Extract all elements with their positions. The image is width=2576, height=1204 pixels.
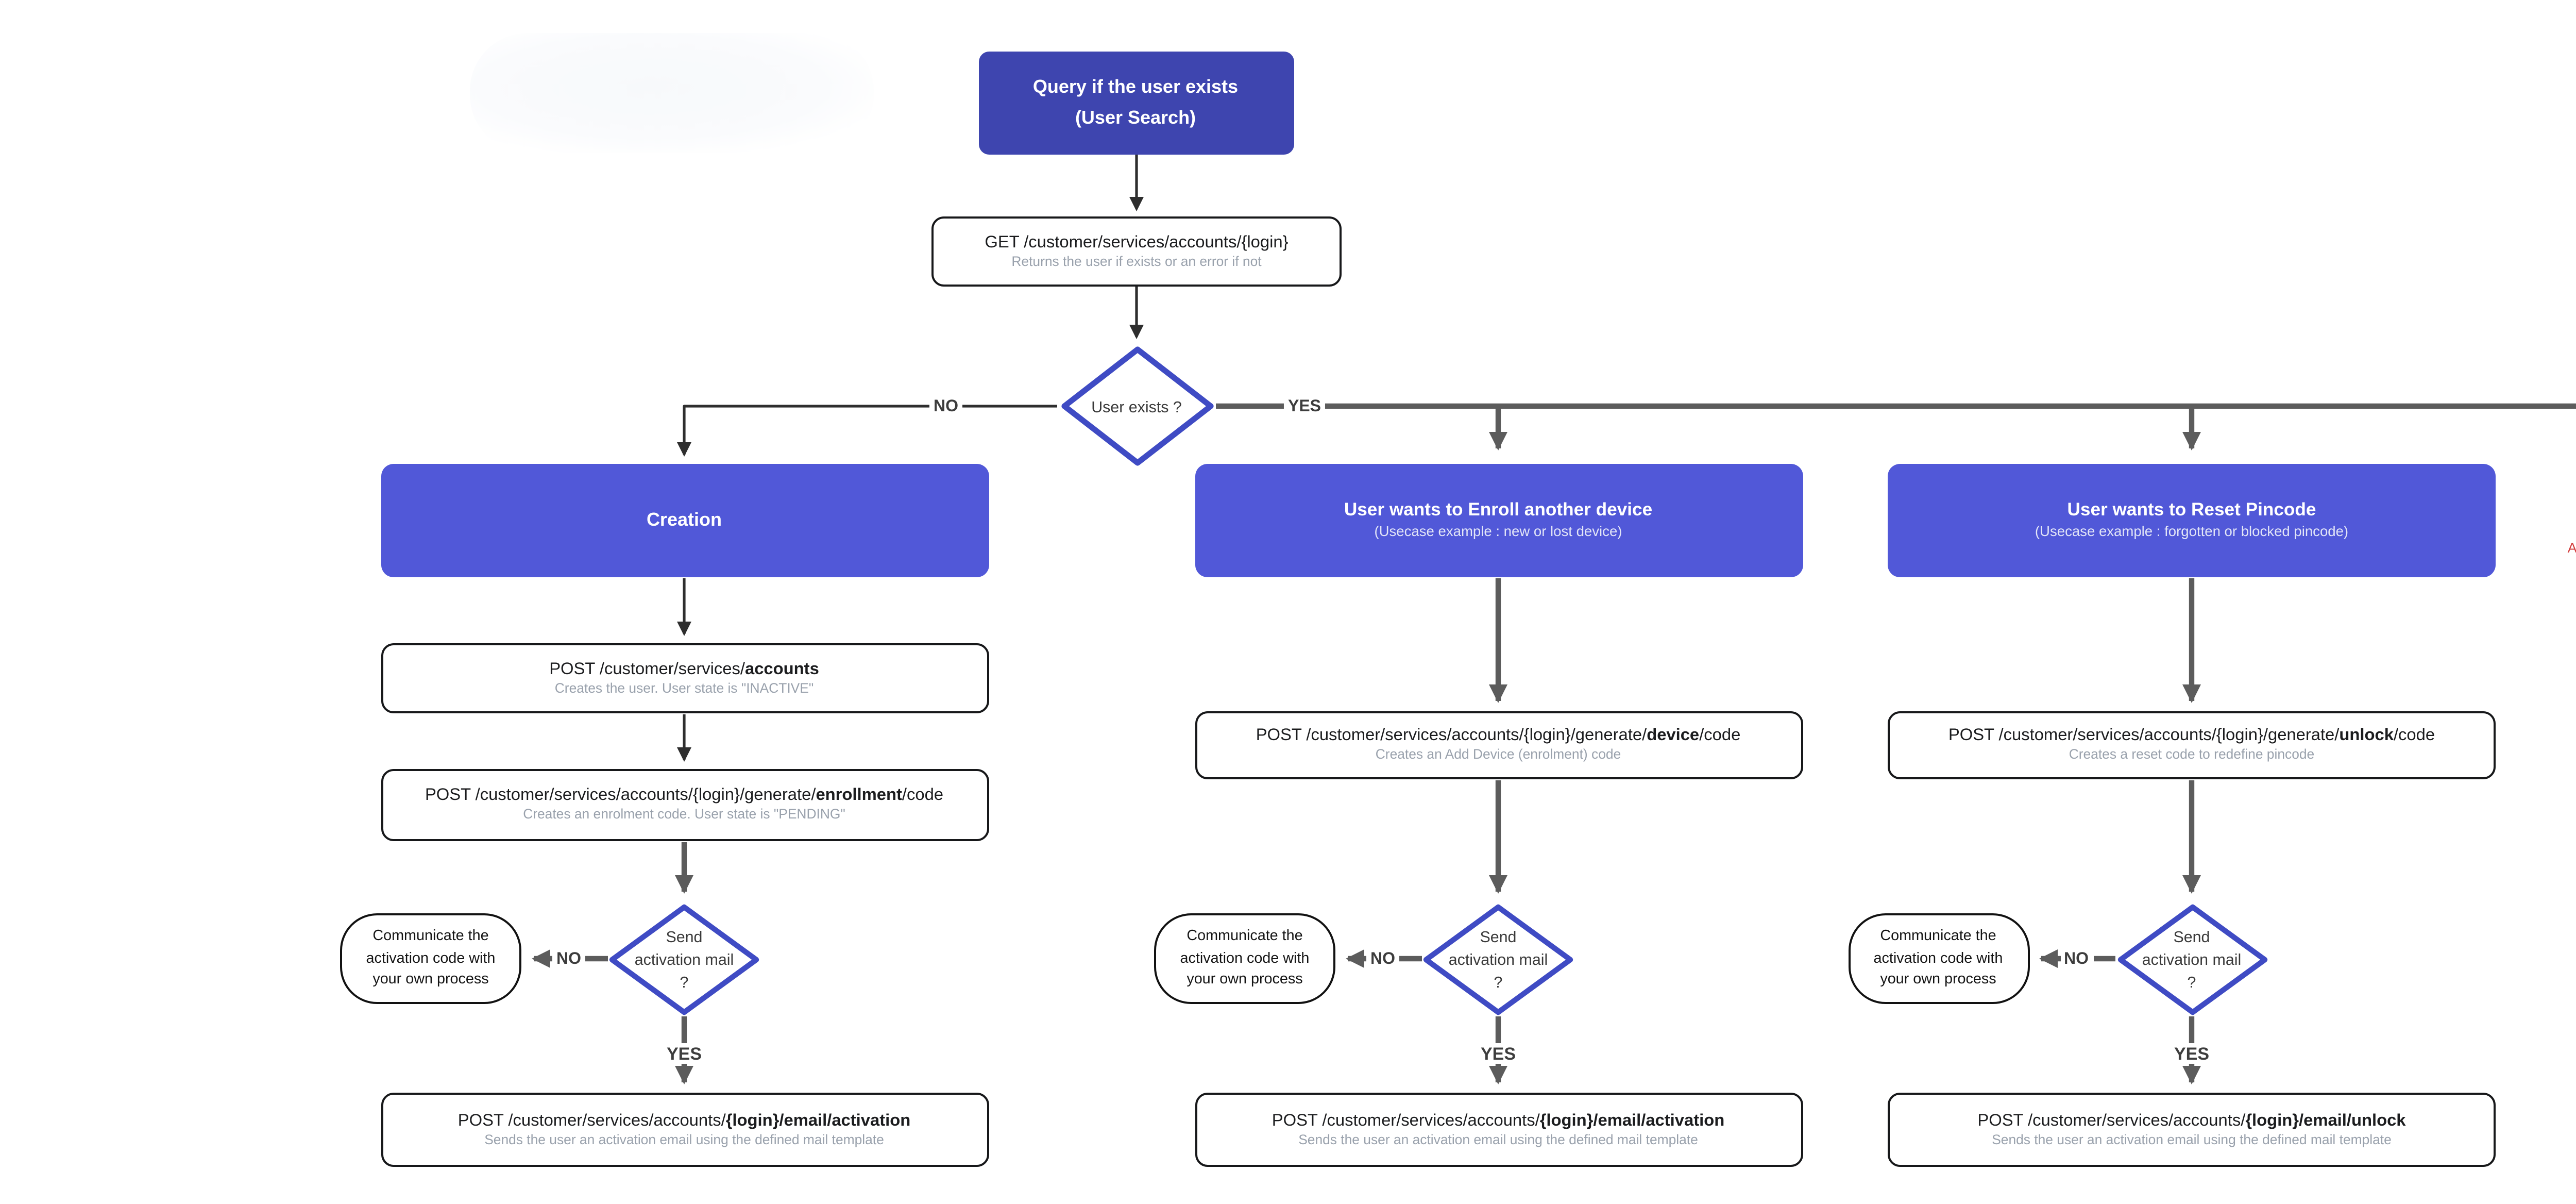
decision-send-mail-label: Send activation mail ? xyxy=(2115,902,2268,1015)
endpoint-pre: POST /customer/services/accounts/{login}… xyxy=(1256,726,1647,745)
api-generate-enrollment-desc: Creates an enrolment code. User state is… xyxy=(523,809,845,824)
header-enroll-title: User wants to Enroll another device xyxy=(1344,498,1653,519)
edge-label-yes: YES xyxy=(662,1043,706,1064)
fallback-line: your own process xyxy=(372,969,489,989)
decision-send-mail-reset: Send activation mail ? xyxy=(2115,902,2268,1015)
api-email-activation-desc: Sends the user an activation email using… xyxy=(484,1133,884,1148)
decision-user-exists: User exists ? xyxy=(1058,344,1215,468)
endpoint-pre: POST /customer/services/ xyxy=(549,659,745,678)
watermark-blob xyxy=(470,33,874,153)
edge-label-yes: YES xyxy=(1476,1043,1520,1064)
header-enroll-device: User wants to Enroll another device (Use… xyxy=(1194,464,1802,577)
diamond-shape xyxy=(1060,346,1213,466)
header-creation-title: Creation xyxy=(646,509,722,529)
api-user-search: GET /customer/services/accounts/{login} … xyxy=(931,216,1342,286)
api-generate-device-desc: Creates an Add Device (enrolment) code xyxy=(1375,749,1621,764)
endpoint-post: /code xyxy=(902,786,943,805)
decision-line: ? xyxy=(680,972,689,991)
decision-line: activation mail xyxy=(1448,949,1548,968)
api-email-activation-enroll: POST /customer/services/accounts/{login}… xyxy=(1194,1093,1802,1167)
decision-user-exists-label: User exists ? xyxy=(1091,397,1182,415)
endpoint-pre: POST /customer/services/accounts/ xyxy=(1272,1111,1540,1130)
fallback-own-process-reset: Communicate the activation code with you… xyxy=(1848,913,2029,1004)
decision-send-mail-creation: Send activation mail ? xyxy=(608,902,760,1015)
fallback-line: your own process xyxy=(1880,969,1996,989)
api-email-unlock-endpoint: POST /customer/services/accounts/{login}… xyxy=(1977,1109,2405,1131)
fallback-line: activation code with xyxy=(1873,947,2003,966)
api-user-search-endpoint: GET /customer/services/accounts/{login} xyxy=(985,232,1289,251)
start-subtitle: (User Search) xyxy=(1075,107,1196,127)
endpoint-pre: POST /customer/services/accounts/{login}… xyxy=(1948,726,2340,745)
header-forgot-warning: ALL ENROLED DEVICES ARE DESTROYED AND PI… xyxy=(2567,541,2576,556)
start-node: Query if the user exists (User Search) xyxy=(978,52,1293,154)
decision-line: activation mail xyxy=(634,949,734,968)
endpoint-bold: {login}/email/activation xyxy=(725,1111,911,1130)
api-email-activation-desc: Sends the user an activation email using… xyxy=(1298,1133,1698,1148)
edge-label-no: NO xyxy=(2060,949,2093,968)
api-create-account: POST /customer/services/accounts Creates… xyxy=(380,643,988,713)
api-generate-unlock-code: POST /customer/services/accounts/{login}… xyxy=(1888,711,2496,779)
api-email-unlock: POST /customer/services/accounts/{login}… xyxy=(1888,1093,2496,1167)
api-generate-enrollment-endpoint: POST /customer/services/accounts/{login}… xyxy=(425,784,943,807)
fallback-line: your own process xyxy=(1187,969,1303,989)
endpoint-bold: {login}/email/unlock xyxy=(2245,1111,2406,1130)
edge-label-no: NO xyxy=(929,397,962,415)
endpoint-post: /code xyxy=(2393,726,2435,745)
fallback-line: activation code with xyxy=(366,947,496,966)
header-reset-subtitle: (Usecase example : forgotten or blocked … xyxy=(2035,525,2349,540)
decision-send-mail-label: Send activation mail ? xyxy=(1422,902,1574,1015)
endpoint-pre: POST /customer/services/accounts/{login}… xyxy=(425,786,816,805)
api-email-unlock-desc: Sends the user an activation email using… xyxy=(1992,1133,2392,1148)
decision-send-mail-label: Send activation mail ? xyxy=(608,902,760,1015)
decision-line: ? xyxy=(2187,972,2196,991)
edge-label-no: NO xyxy=(552,949,585,968)
endpoint-bold: enrollment xyxy=(816,786,902,805)
endpoint-pre: POST /customer/services/accounts/ xyxy=(457,1111,726,1130)
header-enroll-subtitle: (Usecase example : new or lost device) xyxy=(1374,525,1622,540)
api-email-activation-creation: POST /customer/services/accounts/{login}… xyxy=(380,1093,988,1167)
decision-send-mail-enroll: Send activation mail ? xyxy=(1422,902,1574,1015)
api-create-account-endpoint: POST /customer/services/accounts xyxy=(549,657,819,680)
endpoint-bold: {login}/email/activation xyxy=(1539,1111,1725,1130)
api-email-activation-endpoint: POST /customer/services/accounts/{login}… xyxy=(458,1109,911,1131)
diamond-shape xyxy=(1423,903,1573,1014)
api-generate-enrollment-code: POST /customer/services/accounts/{login}… xyxy=(380,769,988,841)
endpoint-bold: unlock xyxy=(2339,726,2394,745)
fallback-line: Communicate the xyxy=(372,925,489,944)
fallback-line: activation code with xyxy=(1180,947,1310,966)
diamond-shape xyxy=(2116,903,2267,1014)
fallback-own-process-creation: Communicate the activation code with you… xyxy=(340,913,521,1004)
endpoint-pre: POST /customer/services/accounts/ xyxy=(1977,1111,2246,1130)
api-generate-device-endpoint: POST /customer/services/accounts/{login}… xyxy=(1256,724,1741,747)
header-creation: Creation xyxy=(380,464,988,577)
api-generate-unlock-desc: Creates a reset code to redefine pincode xyxy=(2069,749,2315,764)
decision-line: Send xyxy=(2173,927,2210,945)
diamond-shape xyxy=(609,903,759,1014)
fallback-line: Communicate the xyxy=(1880,925,1996,944)
decision-line: activation mail xyxy=(2142,949,2242,968)
api-create-account-desc: Creates the user. User state is "INACTIV… xyxy=(554,682,814,697)
decision-line: Send xyxy=(666,927,703,945)
api-user-search-desc: Returns the user if exists or an error i… xyxy=(1011,255,1262,270)
api-generate-device-code: POST /customer/services/accounts/{login}… xyxy=(1194,711,1802,779)
api-email-activation-endpoint: POST /customer/services/accounts/{login}… xyxy=(1272,1109,1725,1131)
decision-line: Send xyxy=(1480,927,1517,945)
fallback-line: Communicate the xyxy=(1187,925,1303,944)
header-reset-title: User wants to Reset Pincode xyxy=(2067,498,2316,519)
edge-label-yes: YES xyxy=(1283,397,1326,415)
endpoint-bold: accounts xyxy=(745,659,819,678)
edge-label-no: NO xyxy=(1366,949,1399,968)
edge-label-yes: YES xyxy=(2170,1043,2214,1064)
fallback-own-process-enroll: Communicate the activation code with you… xyxy=(1154,913,1335,1004)
endpoint-bold: device xyxy=(1647,726,1700,745)
start-title: Query if the user exists xyxy=(1032,77,1239,98)
endpoint-post: /code xyxy=(1699,726,1741,745)
decision-line: ? xyxy=(1494,972,1503,991)
api-generate-unlock-endpoint: POST /customer/services/accounts/{login}… xyxy=(1948,724,2435,747)
header-reset-pincode: User wants to Reset Pincode (Usecase exa… xyxy=(1888,464,2496,577)
